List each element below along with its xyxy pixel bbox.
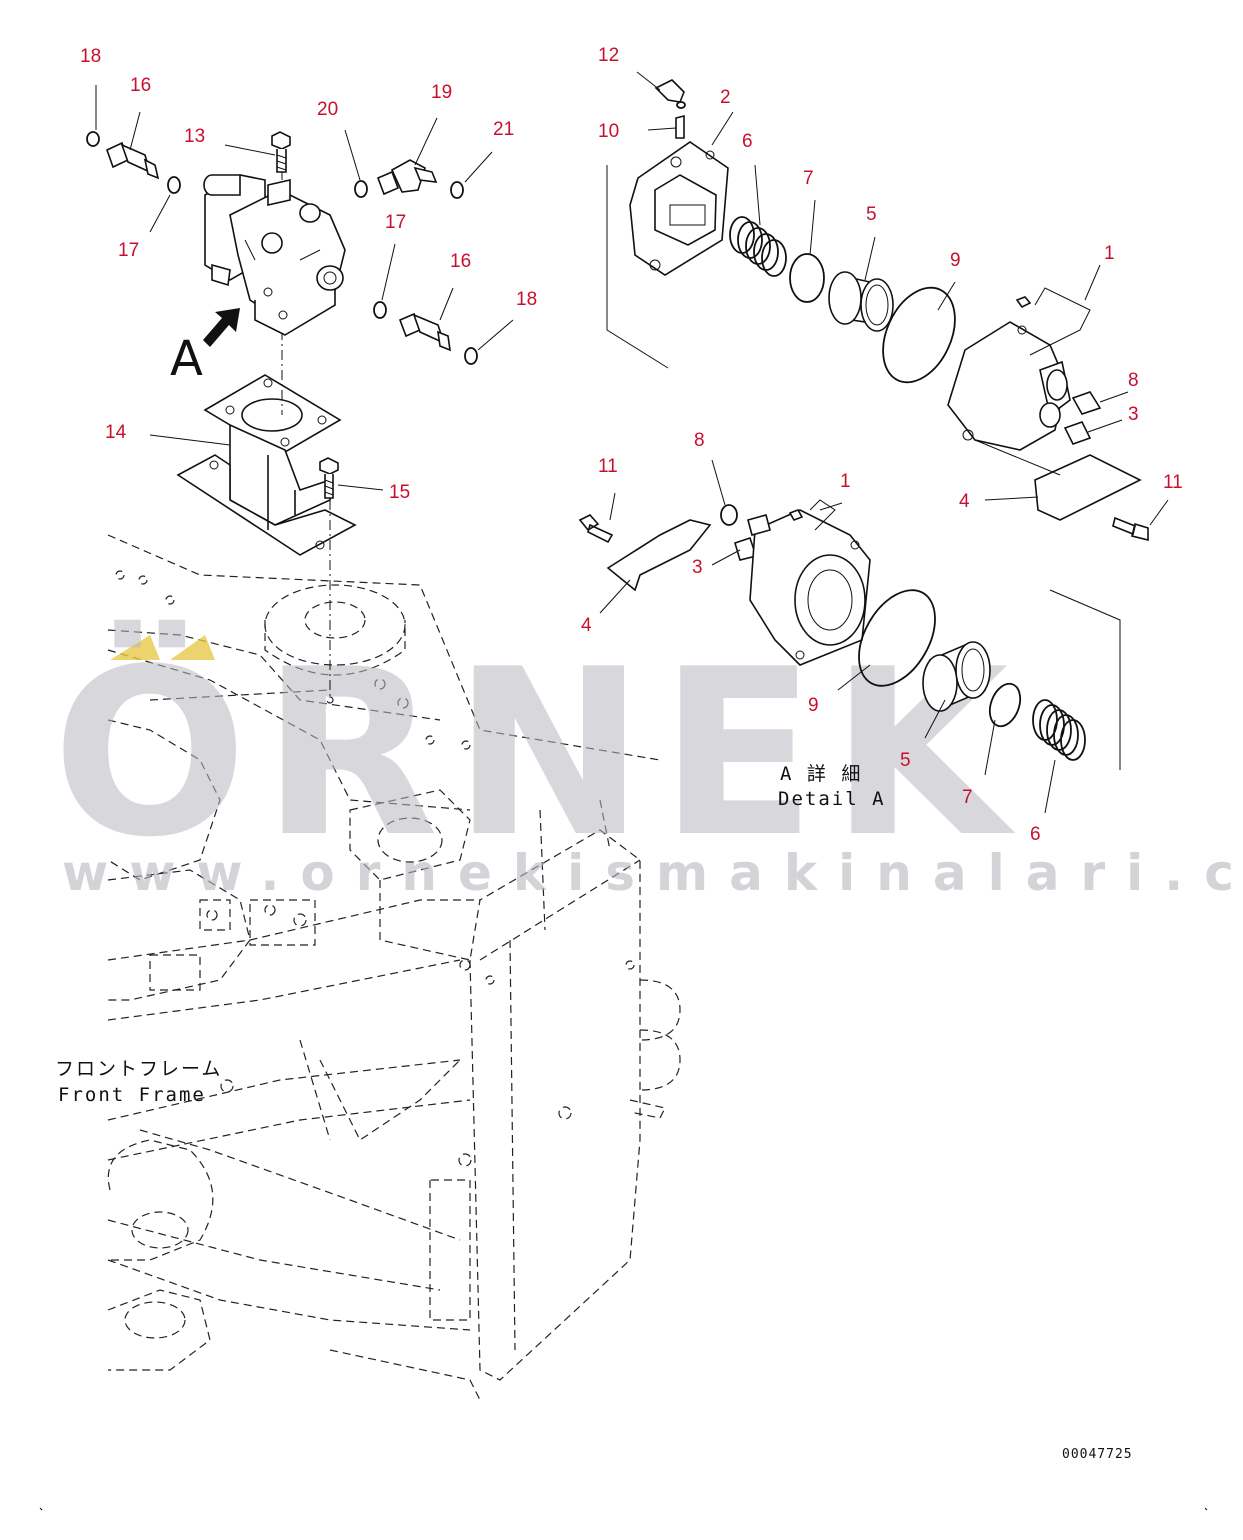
- fitting-16a: [106, 141, 160, 180]
- callout-3: 3: [1128, 404, 1139, 425]
- callout-15: 15: [389, 482, 410, 503]
- o-ring-21: [450, 181, 464, 199]
- callout-14: 14: [105, 422, 127, 443]
- fitting-16b: [398, 312, 451, 352]
- drawing-code: 00047725: [1062, 1447, 1133, 1462]
- callout-2: 2: [720, 87, 731, 108]
- callout-4: 4: [959, 491, 970, 512]
- callout-13: 13: [184, 126, 205, 147]
- o-ring-20: [354, 180, 368, 198]
- callout-17: 17: [385, 212, 406, 233]
- callout-5: 5: [900, 750, 911, 771]
- detail-a-lower: [578, 499, 1121, 770]
- callout-19: 19: [431, 82, 452, 103]
- callout-11: 11: [1163, 472, 1183, 493]
- callout-1: 1: [1104, 243, 1115, 264]
- o-ring-7b: [988, 682, 1022, 728]
- o-ring-9a: [882, 286, 956, 384]
- mount-bracket-14: [176, 374, 357, 556]
- front-frame-drawing: [107, 534, 681, 1401]
- callout-12: 12: [598, 45, 619, 66]
- elbow-fitting-19: [376, 159, 438, 196]
- o-ring-18a: [86, 131, 100, 147]
- spring-6a: [729, 216, 787, 277]
- valve-assembly: [203, 174, 346, 336]
- callout-7: 7: [962, 787, 973, 808]
- bolt-13: [271, 131, 291, 173]
- sleeve-5b: [922, 641, 991, 712]
- leader-lines: [95, 71, 1169, 814]
- watermark-accent-right: [170, 635, 215, 660]
- o-ring-18b: [464, 347, 478, 365]
- spring-6b: [1032, 699, 1086, 761]
- callout-16: 16: [450, 251, 471, 272]
- plug-8a: [1071, 391, 1102, 415]
- housing-1b: [747, 509, 871, 666]
- callout-9: 9: [808, 695, 819, 716]
- callout-21: 21: [493, 119, 514, 140]
- callout-17: 17: [118, 240, 139, 261]
- watermark-url: www.ornekismakinalari.com.tr: [62, 844, 1243, 902]
- sleeve-5a: [828, 271, 894, 332]
- detail-label-jp: A 詳 細: [780, 763, 862, 785]
- housing-1a: [947, 296, 1071, 451]
- frame-label-jp: フロントフレーム: [55, 1058, 222, 1080]
- callout-6: 6: [742, 131, 753, 152]
- watermark: ÖRNEK www.ornekismakinalari.com.tr: [52, 619, 1243, 902]
- callout-11: 11: [598, 456, 618, 477]
- bracket-4a: [1034, 454, 1142, 521]
- watermark-brand: ÖRNEK: [52, 619, 1022, 888]
- o-ring-7a: [789, 253, 825, 303]
- leader-plate: [1029, 287, 1091, 356]
- o-ring-17a: [167, 176, 181, 194]
- callout-1: 1: [840, 471, 851, 492]
- callout-16: 16: [130, 75, 151, 96]
- callout-3: 3: [692, 557, 703, 578]
- bolt-11b: [578, 514, 614, 544]
- callout-7: 7: [803, 168, 814, 189]
- watermark-accent-left: [110, 635, 160, 660]
- callout-20: 20: [317, 99, 338, 120]
- plug-3a: [1063, 421, 1092, 445]
- callout-5: 5: [866, 204, 877, 225]
- bolt-11a: [1112, 516, 1149, 542]
- detail-label-en: Detail A: [778, 788, 886, 810]
- view-marker: A: [170, 331, 203, 387]
- callout-6: 6: [1030, 824, 1041, 845]
- callout-18: 18: [80, 46, 101, 67]
- o-ring-9b: [858, 589, 936, 687]
- bolt-15: [319, 457, 339, 499]
- frame-label-en: Front Frame: [58, 1084, 206, 1106]
- callout-4: 4: [581, 615, 592, 636]
- seal-8b: [720, 504, 738, 526]
- callout-8: 8: [694, 430, 705, 451]
- callout-8: 8: [1128, 370, 1139, 391]
- callout-9: 9: [950, 250, 961, 271]
- corner-marks: [39, 1507, 1208, 1511]
- view-arrow: A: [170, 308, 240, 387]
- bracket-4b: [606, 519, 712, 592]
- callout-10: 10: [598, 121, 619, 142]
- detail-a-upper: [606, 79, 1149, 542]
- callout-18: 18: [516, 289, 537, 310]
- callout-numbers: 18 16 13 20 19 21 17 17 16 18 14 15 12 2…: [80, 45, 1183, 845]
- o-ring-17b: [373, 301, 387, 319]
